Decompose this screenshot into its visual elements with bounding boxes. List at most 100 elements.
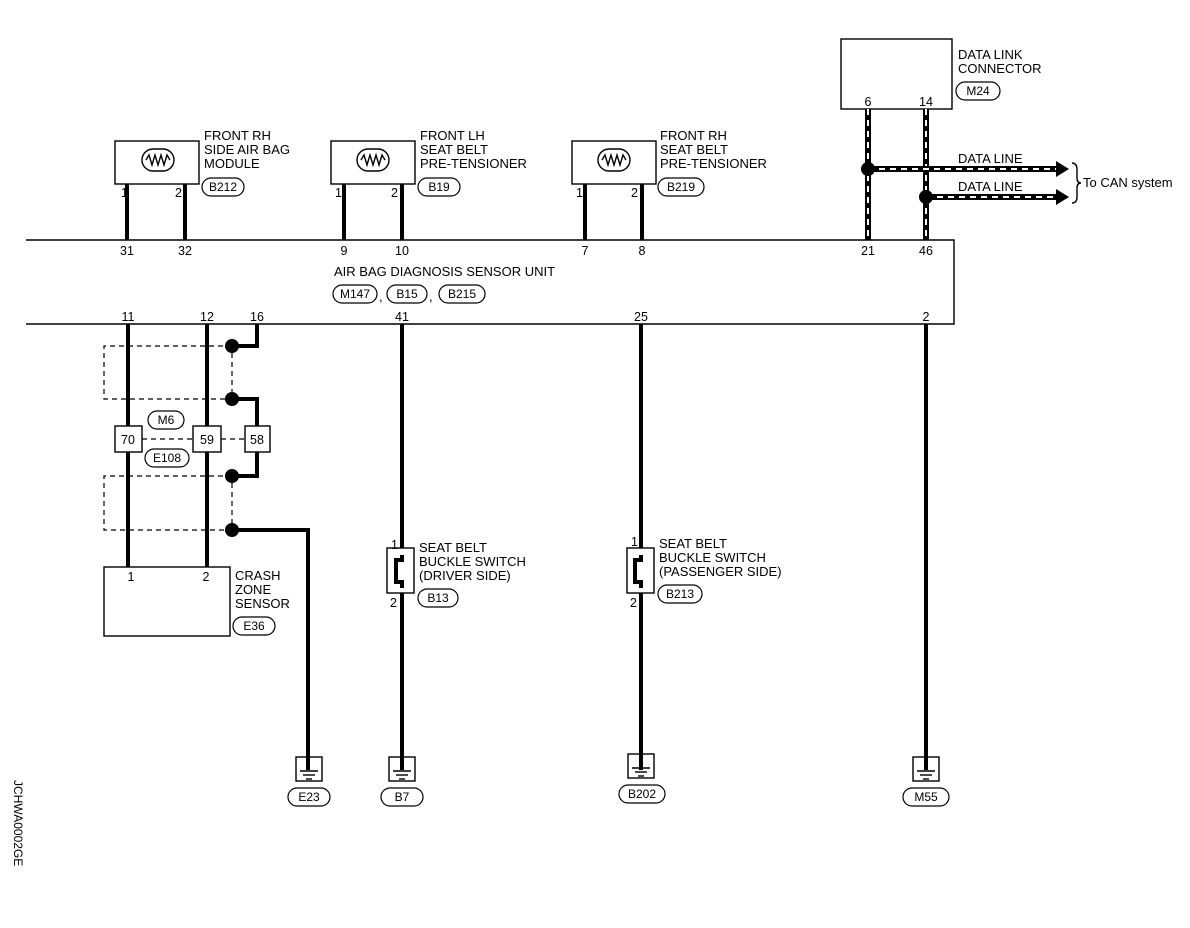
component-label: SEAT BELT <box>659 536 727 551</box>
rh-side-airbag-module: 1 2 FRONT RH SIDE AIR BAG MODULE B212 <box>114 128 290 240</box>
component-label: SEAT BELT <box>660 142 728 157</box>
pin-9: 9 <box>341 244 348 258</box>
component-label: SENSOR <box>235 596 290 611</box>
data-line-label: DATA LINE <box>958 151 1023 166</box>
sensor-unit-label: AIR BAG DIAGNOSIS SENSOR UNIT <box>334 264 555 279</box>
lh-seat-belt-pretensioner: 1 2 FRONT LH SEAT BELT PRE-TENSIONER B19 <box>330 128 527 240</box>
pin-46: 46 <box>919 244 933 258</box>
pin-21: 21 <box>861 244 875 258</box>
can-system-label: To CAN system <box>1083 175 1173 190</box>
connector-b19: B19 <box>428 180 450 194</box>
component-label: DATA LINK <box>958 47 1023 62</box>
connector-badge <box>147 410 185 430</box>
can-data-wires: DATA LINE DATA LINE To CAN system <box>861 109 1173 240</box>
component-label: CONNECTOR <box>958 61 1042 76</box>
component-box <box>840 38 953 110</box>
pin-label: 2 <box>631 186 638 200</box>
connector-badge-b15 <box>386 284 428 304</box>
component-box <box>571 140 657 185</box>
ground-label-m55: M55 <box>914 790 938 804</box>
connector-b13: B13 <box>427 591 449 605</box>
component-label: FRONT RH <box>660 128 727 143</box>
pin-16: 16 <box>250 310 264 324</box>
resistor-icon <box>145 152 171 168</box>
pin-10: 10 <box>395 244 409 258</box>
comma-1: , <box>379 289 383 304</box>
connector-b213: B213 <box>666 587 694 601</box>
pin-label: 1 <box>576 186 583 200</box>
pin-41: 41 <box>395 310 409 324</box>
pin-12: 12 <box>200 310 214 324</box>
component-label: (DRIVER SIDE) <box>419 568 511 583</box>
ground-b7: B7 <box>380 756 424 807</box>
connector-m147: M147 <box>340 287 370 301</box>
connector-e108: E108 <box>153 451 181 465</box>
ground-e23: E23 <box>287 756 331 807</box>
ground-label-b202: B202 <box>628 787 656 801</box>
ground-b202: B202 <box>618 753 666 804</box>
splice-dot <box>861 162 875 176</box>
switch-icon <box>394 555 404 588</box>
squib-icon <box>597 148 631 172</box>
component-label: MODULE <box>204 156 260 171</box>
connector-e36: E36 <box>243 619 265 633</box>
connector-badge <box>657 584 703 604</box>
pin-label: 1 <box>335 186 342 200</box>
comma-2: , <box>429 289 433 304</box>
component-label: ZONE <box>235 582 271 597</box>
connector-badge <box>201 177 245 197</box>
pin-label: 2 <box>203 570 210 584</box>
sensor-unit: AIR BAG DIAGNOSIS SENSOR UNIT M147 , B15… <box>26 239 955 325</box>
resistor-icon <box>360 152 386 168</box>
pin-label: 1 <box>121 186 128 200</box>
component-label: BUCKLE SWITCH <box>659 550 766 565</box>
pin-label: 2 <box>391 186 398 200</box>
figure-id: JCHWA0002GE <box>11 780 25 866</box>
component-label: SIDE AIR BAG <box>204 142 290 157</box>
crash-zone-sensor-box <box>103 566 231 637</box>
pin-32: 32 <box>178 244 192 258</box>
pin-label: 2 <box>175 186 182 200</box>
data-line-label: DATA LINE <box>958 179 1023 194</box>
data-link-connector: 6 14 DATA LINK CONNECTOR M24 <box>840 38 1042 110</box>
component-label: FRONT LH <box>420 128 485 143</box>
component-label: PRE-TENSIONER <box>420 156 527 171</box>
pin-6: 6 <box>865 95 872 109</box>
connector-badge <box>287 787 331 807</box>
shield-outline <box>103 475 232 531</box>
sensor-unit-outline <box>26 239 955 325</box>
component-box <box>330 140 416 185</box>
squib-icon <box>141 148 175 172</box>
connector-b15: B15 <box>396 287 418 301</box>
component-label: (PASSENGER SIDE) <box>659 564 782 579</box>
pin-8: 8 <box>639 244 646 258</box>
connector-badge <box>232 616 276 636</box>
component-label: PRE-TENSIONER <box>660 156 767 171</box>
connector-badge <box>380 787 424 807</box>
splice-dot <box>919 190 933 204</box>
component-label: SEAT BELT <box>419 540 487 555</box>
pin-25: 25 <box>634 310 648 324</box>
connector-badge <box>902 787 950 807</box>
component-label: FRONT RH <box>204 128 271 143</box>
ground-icon <box>388 756 416 782</box>
shield-outline <box>103 345 232 400</box>
ground-label-e23: E23 <box>298 790 320 804</box>
pin-14: 14 <box>919 95 933 109</box>
component-label: CRASH <box>235 568 281 583</box>
connector-b215: B215 <box>448 287 476 301</box>
pin-label: 2 <box>390 596 397 610</box>
connector-badge-b215 <box>438 284 486 304</box>
connector-badge <box>417 588 459 608</box>
crash-zone-circuit: 70 59 58 M6 E108 1 2 CRASH ZONE SENSOR E… <box>103 324 310 770</box>
connector-badge-m147 <box>332 284 378 304</box>
pin-2: 2 <box>923 310 930 324</box>
joint-pin-label: 70 <box>121 433 135 447</box>
ground-icon <box>627 753 655 779</box>
connector-b219: B219 <box>667 180 695 194</box>
joint-pin-70 <box>114 425 143 453</box>
joint-pin-label: 58 <box>250 433 264 447</box>
connector-badge <box>618 784 666 804</box>
buckle-switch-passenger: 1 2 SEAT BELT BUCKLE SWITCH (PASSENGER S… <box>626 324 782 770</box>
